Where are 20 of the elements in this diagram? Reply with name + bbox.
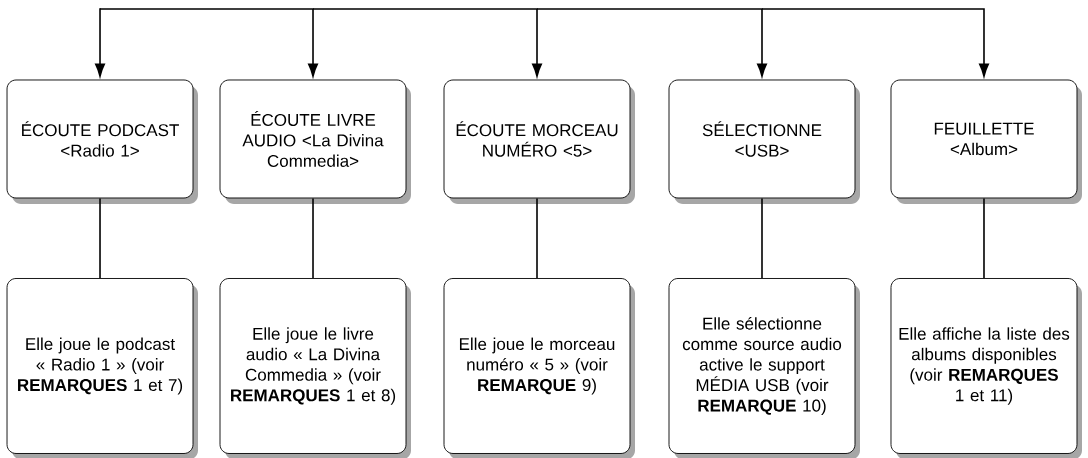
command-box: ÉCOUTE PODCAST <Radio 1> bbox=[6, 79, 198, 204]
arrow bbox=[99, 8, 318, 77]
connector-line bbox=[312, 197, 314, 279]
description-box: Elle affiche la liste des albums disponibles (voir REMARQUES 1 et 11) bbox=[890, 278, 1082, 458]
arrow bbox=[95, 7, 105, 77]
connector-line bbox=[99, 197, 101, 279]
arrow bbox=[312, 8, 542, 77]
connector-line bbox=[983, 197, 985, 279]
description-box: Elle joue le morceau numéro « 5 » (voir REMARQUE 9) bbox=[443, 278, 635, 458]
arrow bbox=[761, 8, 989, 77]
description-box: Elle joue le podcast « Radio 1 » (voir REMARQUES 1 et 7) bbox=[6, 278, 198, 458]
command-box: ÉCOUTE MORCEAU NUMÉRO <5> bbox=[443, 79, 635, 204]
arrow bbox=[536, 8, 767, 77]
description-box: Elle sélectionne comme source audio active le support MÉDIA USB (voir REMARQUE 10) bbox=[668, 278, 860, 458]
description-box: Elle joue le livre audio « La Divina Commedia » (voir REMARQUES 1 et 8) bbox=[219, 278, 411, 458]
connector-line bbox=[761, 197, 763, 279]
command-box: FEUILLETTE <Album> bbox=[890, 79, 1082, 204]
command-box: SÉLECTIONNE <USB> bbox=[668, 79, 860, 204]
connector-line bbox=[536, 197, 538, 279]
command-box: ÉCOUTE LIVRE AUDIO <La Divina Commedia> bbox=[219, 79, 411, 204]
